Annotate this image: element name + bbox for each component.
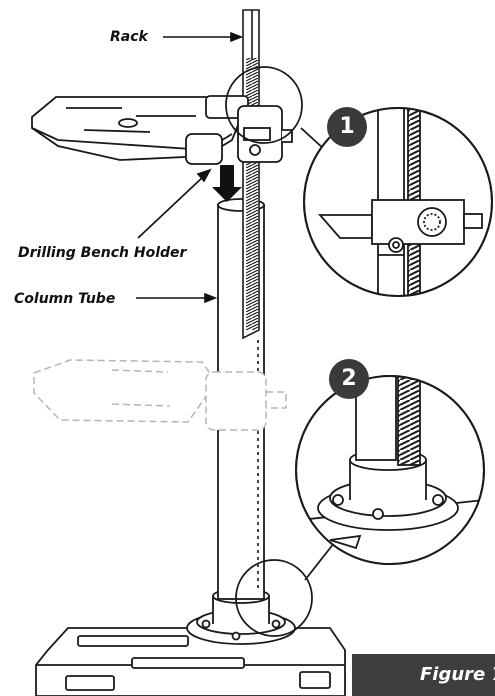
detail-2 <box>295 375 485 565</box>
ghost-work-table <box>33 359 287 431</box>
base-plate <box>35 627 346 696</box>
leader-arrows <box>136 31 244 304</box>
detail-1 <box>303 107 493 297</box>
highlight-circle-bottom <box>235 559 313 637</box>
drilling-bench-holder-label: Drilling Bench Holder <box>18 245 187 261</box>
detail-1-badge: 1 <box>327 107 367 147</box>
rack-label: Rack <box>110 29 148 45</box>
drilling-bench-holder <box>31 95 293 165</box>
figure-caption: Figure 7 <box>352 654 495 696</box>
downward-arrow-icon <box>212 165 242 202</box>
connector-line-1 <box>300 127 326 151</box>
detail-2-badge: 2 <box>329 359 369 399</box>
column-tube-label: Column Tube <box>14 291 116 307</box>
holder-leader-arrow <box>137 175 205 239</box>
highlight-circle-top <box>225 66 303 144</box>
